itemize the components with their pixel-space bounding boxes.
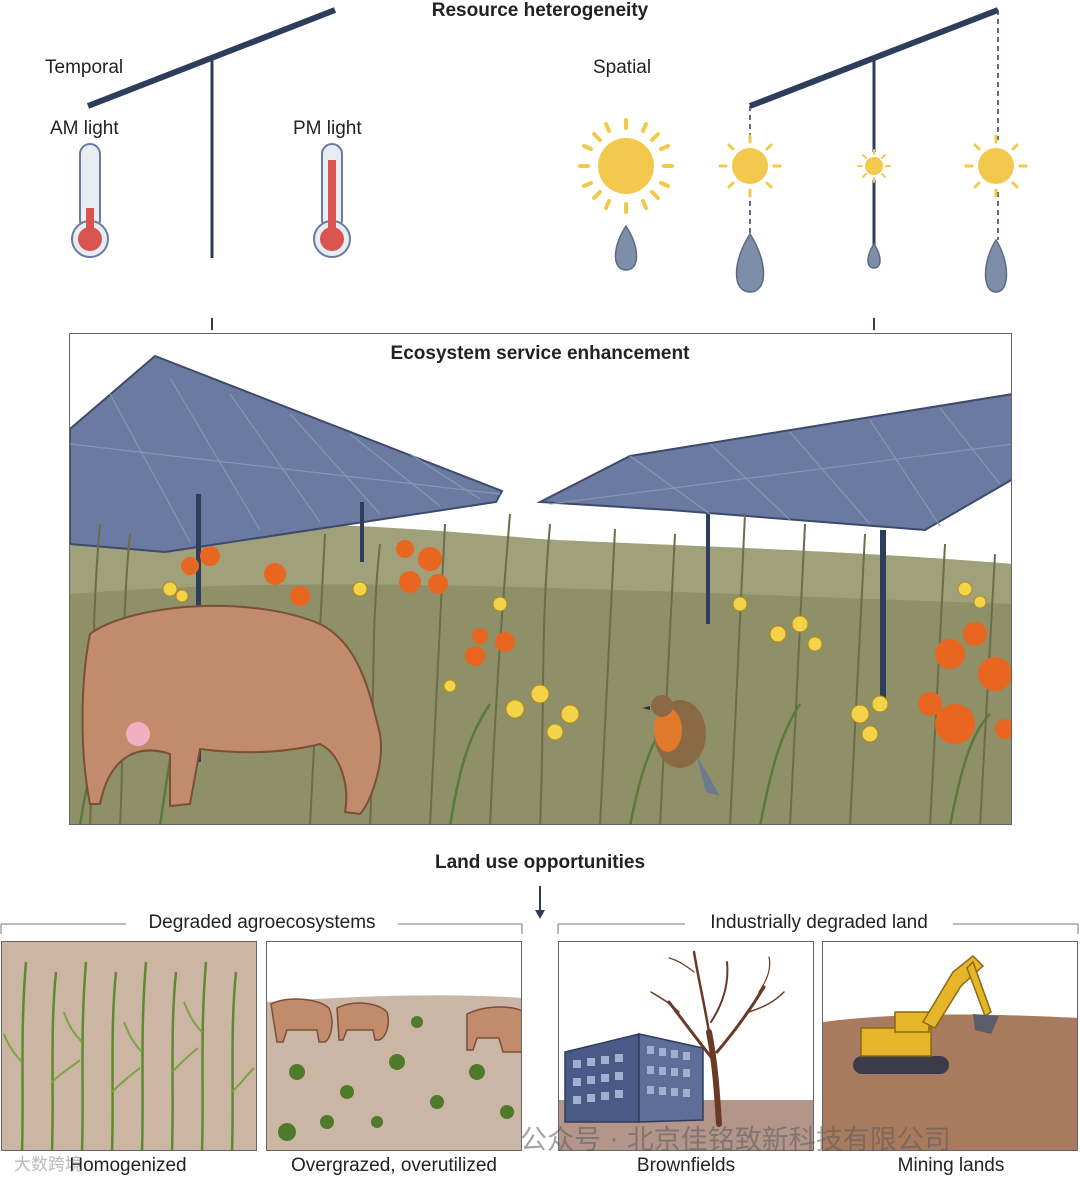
factory-building	[564, 1033, 704, 1123]
large-drop-icon	[735, 232, 765, 293]
mining-lands-panel	[822, 941, 1078, 1151]
shaded-sun-icon	[857, 149, 891, 183]
resource-heterogeneity-title: Resource heterogeneity	[431, 0, 649, 21]
water-drop-icon	[614, 224, 638, 271]
mining-illustration	[823, 954, 1077, 1150]
homogenized-illustration	[3, 961, 255, 1150]
homogenized-label: Homogenized	[69, 1155, 187, 1176]
left-solar-array	[70, 354, 504, 554]
full-sun-icon	[578, 118, 674, 214]
group-brackets	[0, 923, 1079, 934]
excavator	[853, 954, 999, 1074]
yellow-flowers	[162, 581, 987, 743]
medium-drop-icon	[984, 238, 1008, 293]
arrow-down-icon	[873, 318, 875, 330]
right-solar-array	[536, 393, 1011, 532]
overgrazed-panel	[266, 941, 522, 1151]
overgrazed-label: Overgrazed, overutilized	[291, 1155, 497, 1176]
grazing-cow	[81, 604, 382, 816]
open-sun-icon	[964, 134, 1028, 198]
ecosystem-service-title: Ecosystem service enhancement	[390, 343, 690, 364]
brownfields-illustration	[559, 950, 813, 1150]
small-drop-icon	[867, 242, 881, 269]
homogenized-panel	[1, 941, 257, 1151]
watermark-corner: 大数跨境	[14, 1155, 82, 1175]
brownfields-panel	[558, 941, 814, 1151]
robin-bird	[642, 695, 720, 796]
resource-heterogeneity-diagram	[71, 7, 1028, 330]
edge-sun-icon	[718, 134, 782, 198]
am-light-label: AM light	[50, 118, 119, 139]
pm-light-label: PM light	[293, 118, 362, 139]
ecosystem-scene	[69, 333, 1012, 825]
spatial-label: Spatial	[593, 57, 652, 78]
arrow-down-icon	[535, 886, 545, 919]
cows	[270, 998, 521, 1053]
land-use-title: Land use opportunities	[434, 852, 646, 873]
poppy-flowers	[181, 540, 1011, 744]
mining-lands-label: Mining lands	[897, 1155, 1005, 1176]
dead-tree	[650, 950, 785, 1127]
am-thermometer-icon	[71, 143, 109, 258]
watermark-text: 公众号 · 北京佳铭致新科技有限公司	[520, 1125, 951, 1156]
weeds	[278, 1016, 514, 1141]
temporal-label: Temporal	[45, 57, 124, 78]
overgrazed-illustration	[267, 942, 521, 1150]
spatial-solar-panel	[748, 7, 1000, 109]
brownfields-label: Brownfields	[636, 1155, 736, 1176]
industrially-degraded-label: Industrially degraded land	[710, 912, 928, 933]
ecosystem-illustration	[70, 354, 1011, 824]
arrow-down-icon	[211, 318, 213, 330]
pm-thermometer-icon	[313, 143, 351, 258]
degraded-agroecosystems-label: Degraded agroecosystems	[148, 912, 376, 933]
temporal-solar-panel	[86, 7, 337, 109]
